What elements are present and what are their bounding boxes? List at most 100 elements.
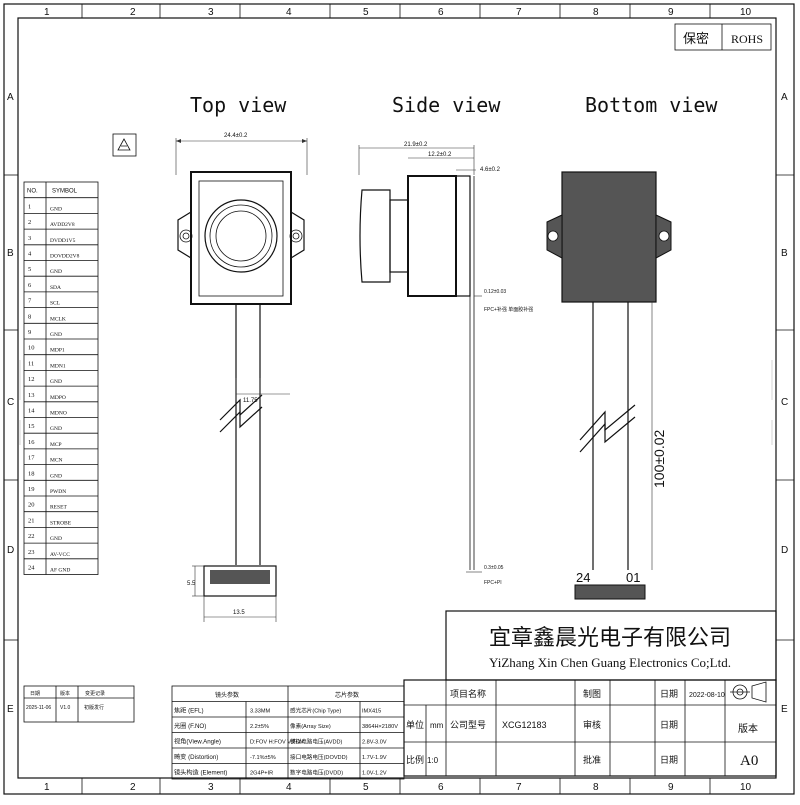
chip-param-name: 模拟电路电压(AVDD)	[290, 738, 343, 746]
svg-text:版本: 版本	[60, 690, 70, 697]
svg-text:单位: 单位	[406, 719, 424, 730]
pin-number: 2	[28, 219, 31, 226]
svg-text:V1.0: V1.0	[60, 705, 71, 711]
column-ruler: 1 2 3 4 5 6 7 8 9 10 1 2 3 4 5 6 7 8 9 1…	[44, 4, 752, 794]
pin-number: 22	[28, 533, 35, 540]
svg-text:mm: mm	[430, 721, 444, 730]
svg-text:6: 6	[438, 782, 444, 793]
svg-text:D: D	[781, 545, 788, 556]
pin-symbol: AVDD2V8	[50, 222, 75, 228]
svg-text:项目名称: 项目名称	[450, 688, 486, 699]
pin-symbol: DVDD1V5	[50, 238, 76, 244]
pin-number: 13	[28, 392, 35, 399]
pin-symbol: MDNO	[50, 411, 67, 417]
svg-text:A0: A0	[740, 753, 758, 769]
svg-text:A: A	[7, 92, 14, 103]
pin-symbol: AF GND	[50, 568, 70, 574]
svg-text:3: 3	[208, 782, 214, 793]
secret-label: 保密	[683, 31, 709, 46]
svg-text:6: 6	[438, 7, 444, 18]
pin-symbol: SDA	[50, 285, 61, 291]
pin-number: 9	[28, 329, 31, 336]
title-block: 单位 mm 比例 1:0 项目名称 公司型号 XCG12183 制图 审核 批准…	[403, 679, 777, 777]
lens-param-value: -7.1%±5%	[250, 755, 276, 761]
pin-number: 8	[28, 313, 31, 320]
pin-number: 1	[28, 203, 31, 210]
company-name-cn: 宜章鑫晨光电子有限公司	[489, 625, 731, 650]
pin-symbol: PWDN	[50, 489, 66, 495]
recycle-icon	[112, 133, 137, 157]
length-dim: 100±0.02	[651, 429, 667, 488]
side-thick-dim: 4.6±0.2	[480, 167, 501, 173]
bottom-view-drawing: 100±0.02 24 01	[546, 171, 672, 600]
top-view-title: Top view	[190, 93, 287, 117]
svg-text:1: 1	[44, 7, 50, 18]
pin-symbol: MCLK	[50, 316, 66, 322]
svg-text:A: A	[781, 92, 788, 103]
pin-24-label: 24	[576, 570, 590, 585]
svg-text:3: 3	[208, 7, 214, 18]
pin-number: 23	[28, 549, 35, 556]
svg-text:9: 9	[668, 7, 674, 18]
chip-params-title: 芯片参数	[335, 691, 359, 699]
svg-text:8: 8	[593, 782, 599, 793]
pin-symbol: MDN1	[50, 363, 66, 369]
pin-number: 14	[28, 408, 35, 415]
side-view-drawing: 21.9±0.2 12.2±0.2 4.6±0.2 0.12±0.03 FPC+…	[358, 142, 533, 586]
pin-symbol: GND	[50, 536, 62, 542]
pin-number: 15	[28, 423, 35, 430]
lens-param-name: 焦距 (EFL)	[174, 707, 204, 715]
chip-param-name: 感光芯片(Chip Type)	[290, 707, 341, 715]
stamp-box: 保密 ROHS	[674, 23, 772, 51]
svg-text:4: 4	[286, 7, 292, 18]
pin-01-label: 01	[626, 570, 640, 585]
svg-text:审核: 审核	[583, 719, 601, 730]
chip-param-value: 1.7V-1.9V	[362, 755, 387, 761]
svg-text:2025-11-06: 2025-11-06	[26, 705, 51, 711]
svg-text:10: 10	[740, 782, 752, 793]
pin-number: 17	[28, 455, 35, 462]
svg-text:批准: 批准	[583, 754, 601, 765]
svg-text:7: 7	[516, 782, 522, 793]
svg-text:比例: 比例	[406, 754, 424, 765]
conn-width-dim: 13.5	[233, 610, 245, 616]
bottom-view-title: Bottom view	[585, 93, 718, 117]
pin-number: 3	[28, 235, 31, 242]
svg-text:日期: 日期	[660, 689, 678, 699]
svg-text:公司型号: 公司型号	[450, 720, 486, 730]
svg-text:D: D	[7, 545, 14, 556]
svg-text:XCG12183: XCG12183	[502, 720, 547, 730]
pin-number: 20	[28, 502, 35, 509]
fpc-width-dim: 11.75	[243, 398, 258, 404]
lens-param-value: 2.2±5%	[250, 724, 269, 730]
chip-param-name: 接口电路电压(DOVDD)	[290, 753, 348, 761]
pin-table-header-symbol: SYMBOL	[52, 189, 78, 195]
fpc-note-1: FPC+补强 单面胶补强	[484, 306, 533, 313]
pin-number: 16	[28, 439, 35, 446]
chip-param-name: 像素(Array Size)	[290, 722, 331, 730]
svg-text:5: 5	[363, 782, 369, 793]
svg-text:2: 2	[130, 7, 136, 18]
chip-param-value: 3864H×2180V	[362, 724, 398, 730]
svg-text:5: 5	[363, 7, 369, 18]
svg-text:2: 2	[130, 782, 136, 793]
svg-text:E: E	[781, 704, 788, 715]
side-barrel-dim: 12.2±0.2	[428, 152, 452, 158]
lens-param-value: 3.33MM	[250, 709, 271, 715]
svg-text:版本: 版本	[738, 722, 758, 735]
projection-symbol-icon	[730, 681, 767, 703]
pin-number: 4	[28, 251, 32, 258]
pin-number: 10	[28, 345, 35, 352]
side-view-title: Side view	[392, 93, 501, 117]
svg-text:2022-08-10: 2022-08-10	[689, 692, 725, 699]
lens-param-value: 2G4P+IR	[250, 771, 273, 777]
margin-marks	[19, 360, 773, 445]
svg-text:制图: 制图	[583, 688, 601, 699]
row-ruler: A B C D E A B C D E	[4, 92, 794, 715]
side-total-dim: 21.9±0.2	[404, 142, 428, 148]
fpc-thickness-1: 0.12±0.03	[484, 289, 506, 295]
company-name-en: YiZhang Xin Chen Guang Electronics Co;Lt…	[489, 655, 731, 670]
pin-symbol: GND	[50, 269, 62, 275]
